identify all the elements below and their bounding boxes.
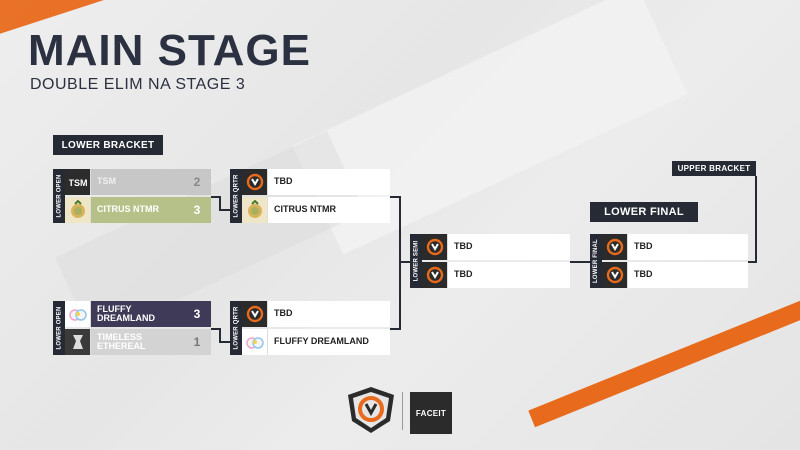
team-row-timeless-ethereal[interactable]: TIMELESS ETHEREAL 1 xyxy=(65,329,211,355)
team-row-tbd[interactable]: TBD xyxy=(242,169,390,195)
bracket-connector xyxy=(219,328,221,342)
footer-divider xyxy=(402,392,403,430)
round-label: LOWER OPEN xyxy=(53,169,65,223)
team-row-tbd[interactable]: TBD xyxy=(602,262,748,288)
overwatch-logo-icon xyxy=(602,234,628,260)
bracket-connector xyxy=(219,209,230,211)
match-lower-open-2[interactable]: LOWER OPEN FLUFFY DREAMLAND 3 TIMELESS E… xyxy=(53,301,211,355)
bracket-connector xyxy=(399,261,410,263)
fluffy-dreamland-logo-icon xyxy=(242,329,268,355)
bracket-connector xyxy=(219,341,230,343)
team-name: TBD xyxy=(634,241,653,252)
team-name: TBD xyxy=(454,241,473,252)
page-subtitle: DOUBLE ELIM NA STAGE 3 xyxy=(30,76,246,93)
team-row-tbd[interactable]: TBD xyxy=(422,234,570,260)
citrus-ntmr-logo-icon xyxy=(65,197,91,223)
svg-text:TSM: TSM xyxy=(69,178,87,188)
overwatch-logo-icon xyxy=(242,169,268,195)
team-row-fluffy-dreamland[interactable]: FLUFFY DREAMLAND xyxy=(242,329,390,355)
team-name: TBD xyxy=(454,269,473,280)
round-label: LOWER OPEN xyxy=(53,301,65,355)
team-row-citrus-ntmr[interactable]: CITRUS NTMR 3 xyxy=(65,197,211,223)
match-lower-qrtr-2[interactable]: LOWER QRTR TBD FLUFFY DREAMLAND xyxy=(230,301,390,355)
team-name: TBD xyxy=(274,176,293,187)
team-row-tbd[interactable]: TBD xyxy=(602,234,748,260)
citrus-ntmr-logo-icon xyxy=(242,197,268,223)
bracket-connector xyxy=(211,328,219,330)
overwatch-logo-icon xyxy=(602,262,628,288)
bracket-connector xyxy=(219,196,221,210)
team-name: TIMELESS ETHEREAL xyxy=(97,331,146,351)
bracket-connector xyxy=(755,176,757,263)
round-label: LOWER QRTR xyxy=(230,169,242,223)
team-row-tbd[interactable]: TBD xyxy=(422,262,570,288)
overwatch-logo-icon xyxy=(242,301,268,327)
team-row-citrus-ntmr[interactable]: CITRUS NTMR xyxy=(242,197,390,223)
overwatch-logo-icon xyxy=(422,234,448,260)
lower-final-tag: LOWER FINAL xyxy=(590,202,698,222)
team-name: TBD xyxy=(634,269,653,280)
page-title: MAIN STAGE xyxy=(28,26,311,75)
team-row-tbd[interactable]: TBD xyxy=(242,301,390,327)
fluffy-dreamland-logo-icon xyxy=(65,301,91,327)
lower-bracket-tag: LOWER BRACKET xyxy=(53,135,163,155)
match-lower-open-1[interactable]: LOWER OPEN TSM TSM 2 CITRUS NTMR 3 xyxy=(53,169,211,223)
team-score: 3 xyxy=(193,307,201,321)
team-name: CITRUS NTMR xyxy=(274,204,336,215)
bracket-connector xyxy=(390,196,400,198)
team-score: 1 xyxy=(193,335,201,349)
tsm-logo-icon: TSM xyxy=(65,169,91,195)
upper-bracket-tag: UPPER BRACKET xyxy=(672,161,756,176)
round-label: LOWER FINAL xyxy=(590,234,602,288)
bracket-connector xyxy=(748,261,756,263)
team-score: 2 xyxy=(193,175,201,189)
overwatch-logo-icon xyxy=(422,262,448,288)
team-row-fluffy-dreamland[interactable]: FLUFFY DREAMLAND 3 xyxy=(65,301,211,327)
round-label: LOWER SEMI xyxy=(410,234,422,288)
team-name: FLUFFY DREAMLAND xyxy=(97,303,155,323)
team-name: FLUFFY DREAMLAND xyxy=(274,336,369,347)
team-row-tsm[interactable]: TSM TSM 2 xyxy=(65,169,211,195)
faceit-logo: FACEIT xyxy=(410,392,452,434)
team-name: CITRUS NTMR xyxy=(97,204,159,215)
team-name: TBD xyxy=(274,308,293,319)
team-score: 3 xyxy=(193,203,201,217)
match-lower-semi[interactable]: LOWER SEMI TBD TBD xyxy=(410,234,570,288)
bracket-connector xyxy=(390,328,400,330)
bracket-connector xyxy=(399,196,401,330)
bracket-connector xyxy=(570,261,590,263)
match-lower-final[interactable]: LOWER FINAL TBD TBD xyxy=(590,234,748,288)
round-label: LOWER QRTR xyxy=(230,301,242,355)
timeless-ethereal-logo-icon xyxy=(65,329,91,355)
match-lower-qrtr-1[interactable]: LOWER QRTR TBD CITRUS NTMR xyxy=(230,169,390,223)
team-name: TSM xyxy=(97,176,116,187)
bracket-connector xyxy=(211,196,219,198)
overwatch-contenders-logo-icon xyxy=(344,385,398,435)
